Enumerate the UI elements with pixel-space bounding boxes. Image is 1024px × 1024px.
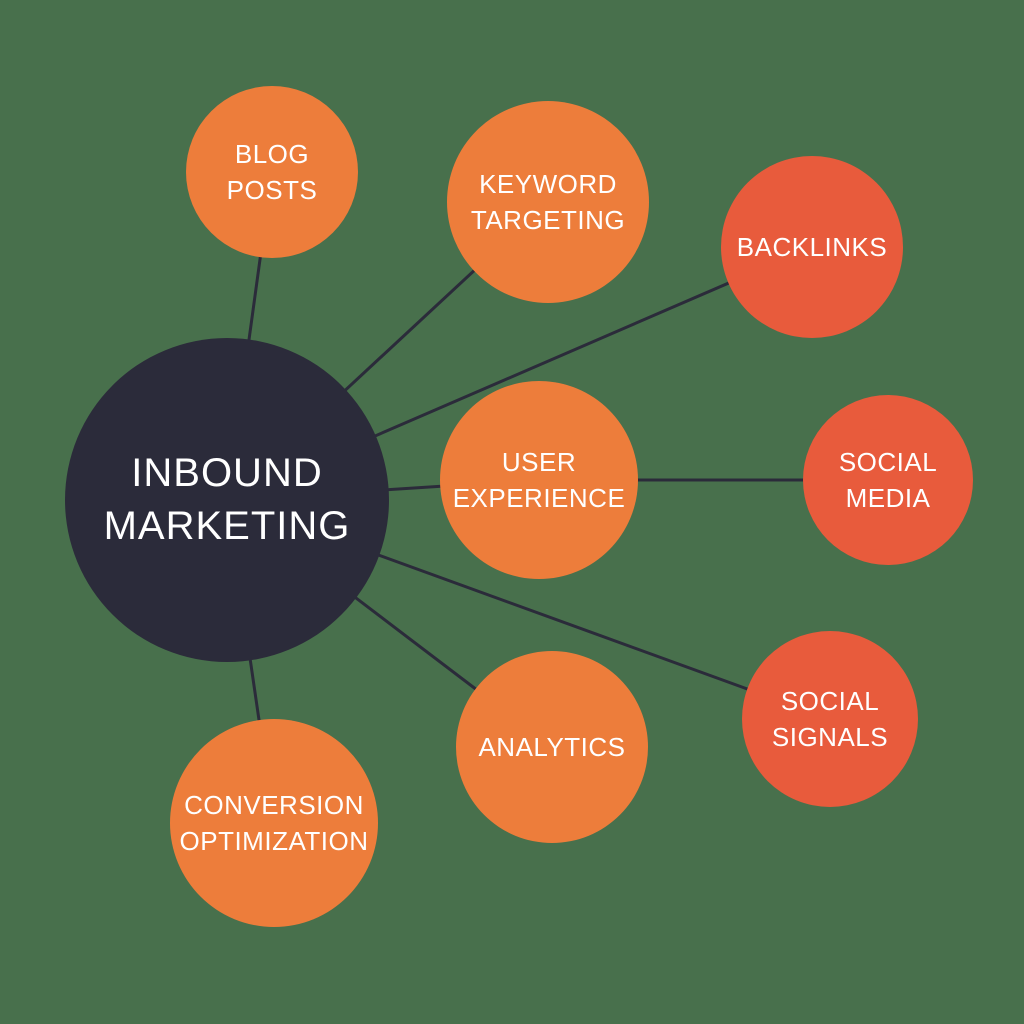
node-user-experience: USER EXPERIENCE bbox=[440, 381, 638, 579]
node-social-signals: SOCIAL SIGNALS bbox=[742, 631, 918, 807]
node-user-experience-label: USER EXPERIENCE bbox=[452, 446, 626, 513]
node-keyword-targeting: KEYWORD TARGETING bbox=[447, 101, 649, 303]
node-backlinks-label: BACKLINKS bbox=[736, 231, 888, 262]
node-blog-posts: BLOG POSTS bbox=[186, 86, 358, 258]
node-analytics: ANALYTICS bbox=[456, 651, 648, 843]
node-conversion-optimization-label: CONVERSION OPTIMIZATION bbox=[179, 789, 369, 856]
node-keyword-targeting-label: KEYWORD TARGETING bbox=[470, 168, 626, 235]
node-social-media-label: SOCIAL MEDIA bbox=[838, 446, 938, 513]
node-inbound-marketing-label: INBOUND MARKETING bbox=[103, 451, 351, 548]
node-social-media: SOCIAL MEDIA bbox=[803, 395, 973, 565]
node-inbound-marketing: INBOUND MARKETING bbox=[65, 338, 389, 662]
node-social-signals-label: SOCIAL SIGNALS bbox=[771, 685, 889, 752]
node-conversion-optimization: CONVERSION OPTIMIZATION bbox=[170, 719, 378, 927]
node-analytics-label: ANALYTICS bbox=[478, 731, 626, 762]
node-blog-posts-label: BLOG POSTS bbox=[226, 138, 318, 205]
node-backlinks: BACKLINKS bbox=[721, 156, 903, 338]
